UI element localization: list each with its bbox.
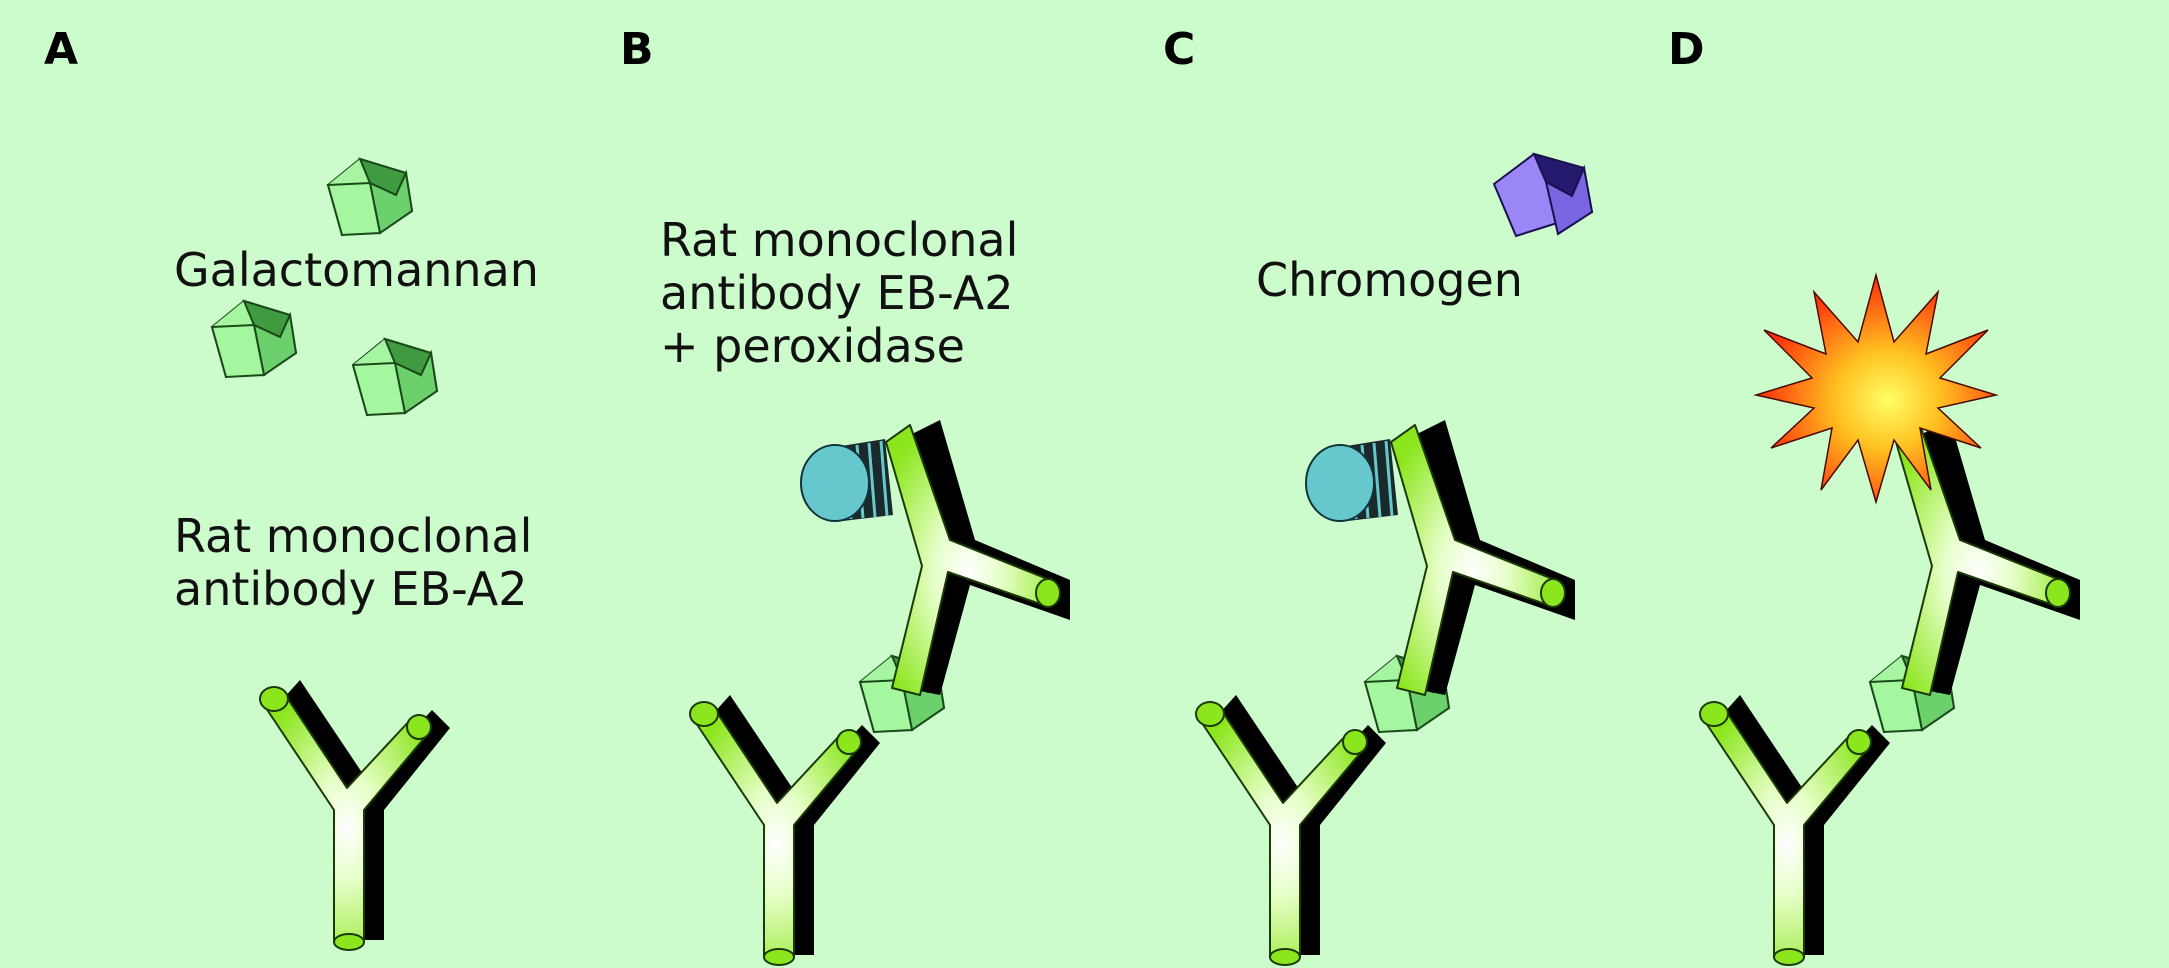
detection-antibody-c — [1390, 419, 1576, 696]
capture-antibody-b — [689, 694, 881, 966]
chromogen-molecule — [1493, 153, 1593, 237]
label-conjugate-line-3: + peroxidase — [660, 319, 965, 373]
galactomannan-antigen-3 — [352, 338, 438, 416]
galactomannan-antigen-1 — [327, 158, 413, 236]
panel-letter-d: D — [1668, 24, 1705, 75]
detection-antibody-b — [885, 419, 1071, 696]
label-conjugate: Rat monoclonal antibody EB-A2 + peroxida… — [660, 214, 1018, 373]
label-conjugate-line-2: antibody EB-A2 — [660, 266, 1014, 320]
label-conjugate-line-1: Rat monoclonal — [660, 213, 1019, 267]
peroxidase-c — [1304, 437, 1400, 523]
panel-letter-c: C — [1163, 24, 1196, 75]
panel-letter-b: B — [620, 24, 654, 75]
capture-antibody-d — [1699, 694, 1891, 966]
peroxidase-b — [799, 437, 895, 523]
galactomannan-antigen-2 — [211, 300, 297, 378]
label-galactomannan: Galactomannan — [174, 243, 539, 297]
label-capture-antibody-line-2: antibody EB-A2 — [174, 562, 528, 616]
label-capture-antibody: Rat monoclonal antibody EB-A2 — [174, 510, 532, 616]
capture-antibody-c — [1195, 694, 1387, 966]
label-capture-antibody-line-1: Rat monoclonal — [174, 509, 533, 563]
label-chromogen: Chromogen — [1256, 253, 1523, 307]
capture-antibody-a — [259, 679, 451, 951]
panel-letter-a: A — [44, 24, 79, 75]
